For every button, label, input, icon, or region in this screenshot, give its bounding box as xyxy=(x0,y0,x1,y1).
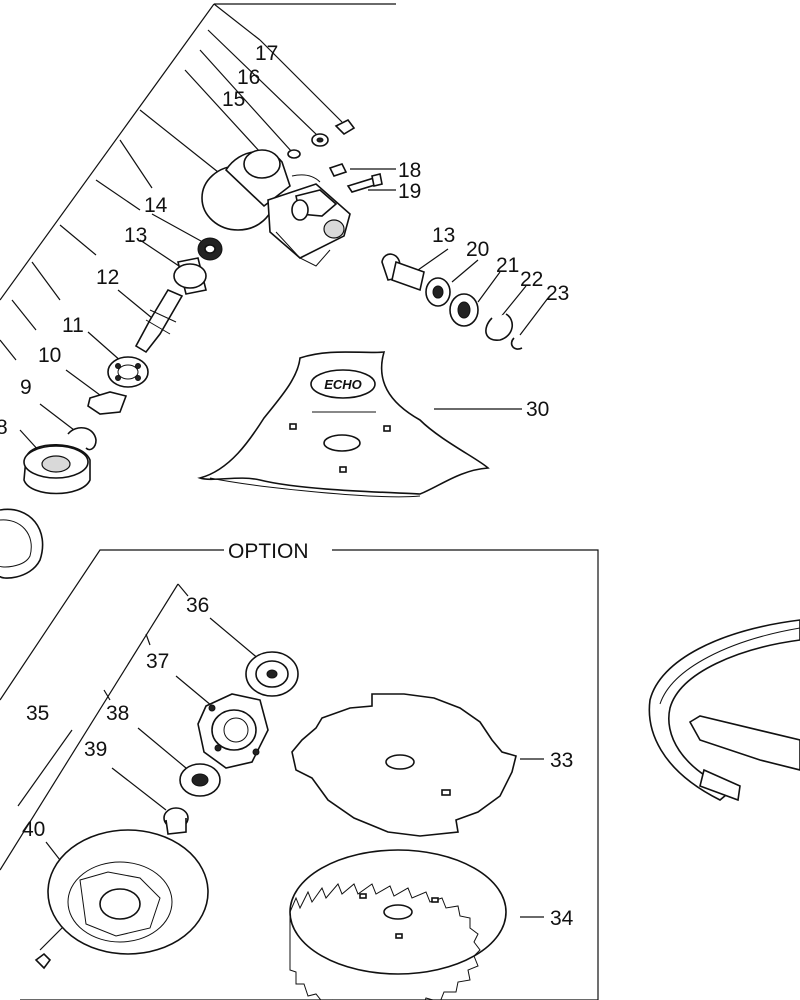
callout-39: 39 xyxy=(84,738,107,761)
callout-17: 17 xyxy=(255,42,278,65)
callout-22: 22 xyxy=(520,268,543,291)
callout-34: 34 xyxy=(550,907,574,930)
disc-33 xyxy=(291,693,517,837)
callout-labels: 17 16 15 18 19 14 13 13 20 21 22 23 12 1… xyxy=(0,42,574,930)
right-shaft-parts xyxy=(381,253,523,350)
option-parts xyxy=(34,651,299,970)
callout-18: 18 xyxy=(398,159,421,182)
callout-40: 40 xyxy=(22,818,45,841)
option-box xyxy=(0,549,599,1000)
callout-33: 33 xyxy=(550,749,573,772)
saw-blade-34 xyxy=(289,849,507,1000)
callout-16: 16 xyxy=(237,66,260,89)
callout-13b: 13 xyxy=(432,224,455,247)
guard-fragment xyxy=(648,619,800,802)
option-label: OPTION xyxy=(228,540,309,563)
callout-35: 35 xyxy=(26,702,49,725)
callout-23: 23 xyxy=(546,282,569,305)
callout-15: 15 xyxy=(222,88,245,111)
callout-21: 21 xyxy=(496,254,519,277)
callout-20: 20 xyxy=(466,238,489,261)
callout-9: 9 xyxy=(20,376,32,399)
left-stack-parts xyxy=(0,237,223,579)
blade-30: ECHO xyxy=(197,351,490,498)
callout-36: 36 xyxy=(186,594,209,617)
callout-37: 37 xyxy=(146,650,169,673)
callout-14: 14 xyxy=(144,194,168,217)
callout-8: 8 xyxy=(0,416,8,439)
callout-13a: 13 xyxy=(124,224,147,247)
callout-30: 30 xyxy=(526,398,549,421)
callout-12: 12 xyxy=(96,266,119,289)
upper-leader-lines xyxy=(0,3,549,453)
callout-10: 10 xyxy=(38,344,61,367)
fastener-parts xyxy=(287,118,383,193)
gear-case xyxy=(201,149,351,267)
blade-logo: ECHO xyxy=(324,377,362,392)
callout-19: 19 xyxy=(398,180,421,203)
callout-38: 38 xyxy=(106,702,129,725)
callout-11: 11 xyxy=(62,314,84,337)
